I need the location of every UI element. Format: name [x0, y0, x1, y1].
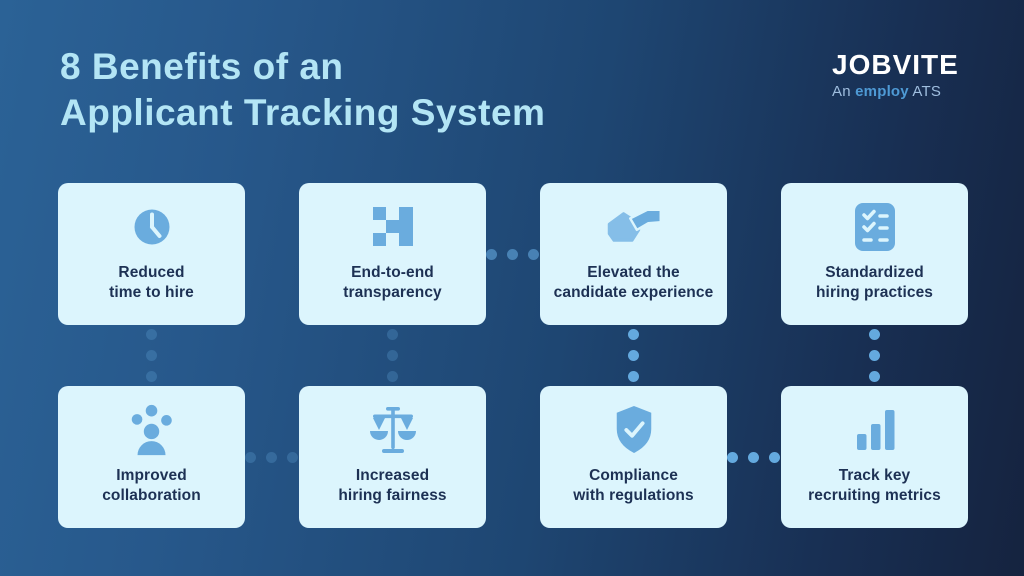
- connector-dot: [628, 329, 639, 340]
- connector-dot: [748, 452, 759, 463]
- dotted-connector-transparency-to-experience: [486, 249, 539, 260]
- logo-tagline: An employ ATS: [832, 83, 959, 100]
- connector-dot: [507, 249, 518, 260]
- dotted-connector-transparency-to-fairness: [387, 329, 398, 382]
- connector-dot: [287, 452, 298, 463]
- dotted-connector-experience-to-compliance: [628, 329, 639, 382]
- card-reduced-time-to-hire: Reduced time to hire: [58, 183, 245, 325]
- handshake-icon: [604, 198, 664, 256]
- card-elevated-candidate-experience: Elevated the candidate experience: [540, 183, 727, 325]
- tagline-ats: ATS: [912, 83, 942, 100]
- tagline-an: An: [832, 83, 851, 100]
- connector-dot: [727, 452, 738, 463]
- checklist-icon: [853, 198, 897, 256]
- connector-dot: [769, 452, 780, 463]
- connector-dot: [245, 452, 256, 463]
- connector-dot: [146, 329, 157, 340]
- card-label: Improved collaboration: [102, 467, 201, 505]
- dotted-connector-practices-to-metrics: [869, 329, 880, 382]
- shield-check-icon: [611, 401, 657, 459]
- jobvite-logo: JOBVITE An employ ATS: [832, 49, 959, 101]
- connector-dot: [486, 249, 497, 260]
- card-compliance-with-regulations: Compliance with regulations: [540, 386, 727, 528]
- connector-dot: [869, 350, 880, 361]
- dotted-connector-timetohire-to-collaboration: [146, 329, 157, 382]
- benefits-grid: Reduced time to hire End-to-end transpar…: [58, 183, 968, 528]
- card-improved-collaboration: Improved collaboration: [58, 386, 245, 528]
- pixel-blocks-icon: [369, 198, 417, 256]
- clock-icon: [126, 198, 178, 256]
- card-standardized-hiring-practices: Standardized hiring practices: [781, 183, 968, 325]
- connector-dot: [628, 371, 639, 382]
- card-increased-hiring-fairness: Increased hiring fairness: [299, 386, 486, 528]
- card-track-key-recruiting-metrics: Track key recruiting metrics: [781, 386, 968, 528]
- connector-dot: [869, 329, 880, 340]
- connector-dot: [869, 371, 880, 382]
- connector-dot: [146, 371, 157, 382]
- card-label: Increased hiring fairness: [338, 467, 447, 505]
- connector-dot: [146, 350, 157, 361]
- card-label: Track key recruiting metrics: [808, 467, 941, 505]
- connector-dot: [528, 249, 539, 260]
- card-label: Reduced time to hire: [109, 264, 194, 302]
- card-label: Compliance with regulations: [573, 467, 694, 505]
- dotted-connector-collaboration-to-fairness: [245, 452, 298, 463]
- connector-dot: [628, 350, 639, 361]
- card-label: Standardized hiring practices: [815, 264, 934, 302]
- connector-dot: [387, 329, 398, 340]
- bar-chart-icon: [852, 401, 898, 459]
- balance-scale-icon: [367, 401, 419, 459]
- card-label: End-to-end transparency: [343, 264, 442, 302]
- dotted-connector-compliance-to-metrics: [727, 452, 780, 463]
- jobvite-wordmark: JOBVITE: [832, 49, 959, 80]
- page-title: 8 Benefits of an Applicant Tracking Syst…: [60, 46, 546, 133]
- card-label: Elevated the candidate experience: [553, 264, 714, 302]
- connector-dot: [387, 371, 398, 382]
- card-end-to-end-transparency: End-to-end transparency: [299, 183, 486, 325]
- connector-dot: [387, 350, 398, 361]
- person-network-icon: [125, 401, 179, 459]
- connector-dot: [266, 452, 277, 463]
- employ-wordmark: employ: [855, 83, 909, 100]
